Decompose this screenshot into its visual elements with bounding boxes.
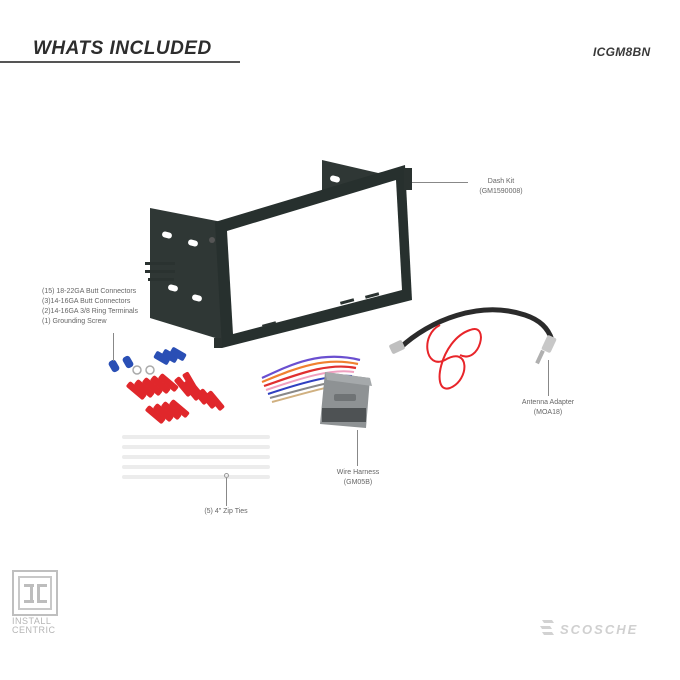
install-centric-line1: INSTALL [12, 616, 52, 626]
wire-harness-leader-line [357, 430, 358, 466]
red-connectors-image [126, 371, 225, 424]
antenna-adapter-image [389, 307, 557, 390]
zip-ties-marker [224, 473, 229, 478]
dash-kit-name: Dash Kit [487, 178, 515, 185]
product-sku: ICGM8BN [593, 45, 651, 59]
dash-kit-image [145, 160, 412, 348]
zip-ties-leader-line [226, 478, 227, 506]
connectors-line-2: (3)14-16GA Butt Connectors [42, 298, 131, 305]
zip-ties-label: (5) 4" Zip Ties [204, 508, 248, 515]
blue-connectors-image [108, 347, 187, 375]
antenna-adapter-name: Antenna Adapter [521, 399, 575, 406]
antenna-adapter-label: Antenna Adapter (MOA18) [515, 398, 581, 418]
wire-harness-label: Wire Harness (GM05B) [328, 468, 388, 488]
antenna-adapter-leader-line [548, 360, 549, 396]
page-title: WHATS INCLUDED [33, 38, 212, 59]
wire-harness-part: (GM05B) [343, 479, 373, 486]
scosche-mark-icon [540, 620, 554, 635]
connectors-leader-line [113, 333, 114, 361]
zip-ties-image [122, 435, 270, 479]
install-centric-wordmark: INSTALL CENTRIC [12, 617, 56, 635]
title-underline [0, 61, 240, 63]
antenna-adapter-part: (MOA18) [533, 409, 563, 416]
connectors-line-1: (15) 18-22GA Butt Connectors [42, 288, 137, 295]
connectors-label: (15) 18-22GA Butt Connectors (3)14-16GA … [42, 287, 138, 327]
wire-harness-name: Wire Harness [336, 469, 380, 476]
dash-kit-part: (GM1590008) [479, 188, 523, 195]
dash-kit-label: Dash Kit (GM1590008) [470, 177, 532, 197]
dash-kit-leader-line [412, 182, 468, 183]
connectors-line-3: (2)14-16GA 3/8 Ring Terminals [42, 308, 138, 315]
wire-harness-image [261, 355, 372, 428]
install-centric-line2: CENTRIC [12, 625, 56, 635]
scosche-wordmark: SCOSCHE [560, 622, 639, 637]
connectors-line-4: (1) Grounding Screw [42, 318, 107, 325]
install-centric-logo-icon [12, 570, 58, 616]
